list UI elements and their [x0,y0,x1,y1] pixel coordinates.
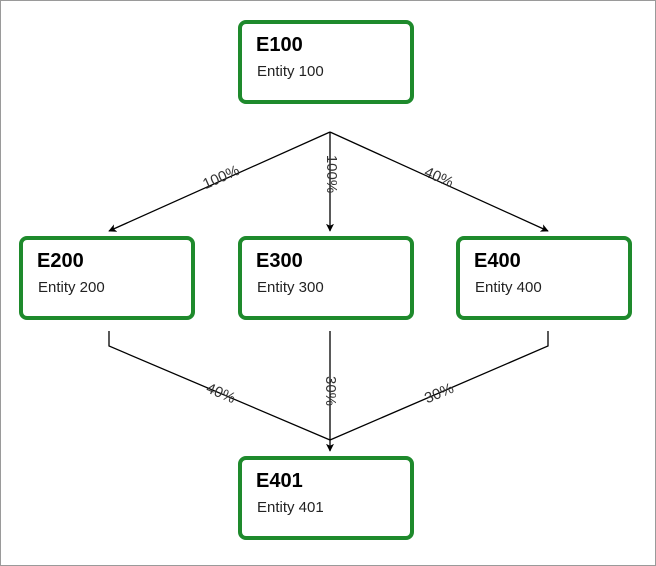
edge-e200-e401[interactable] [108,331,331,441]
edge-e100-e400[interactable] [329,131,549,232]
edge-label-e100-e400: 40% [422,164,456,192]
node-id: E200 [37,250,84,272]
edge-label-e300-e401: 30% [322,376,339,406]
edge-label-e200-e401: 40% [204,380,238,407]
node-e400[interactable]: E400 Entity 400 [456,236,632,320]
node-id: E300 [256,250,303,272]
node-e200[interactable]: E200 Entity 200 [19,236,195,320]
edge-e100-e200[interactable] [108,131,331,232]
node-id: E401 [256,470,303,492]
node-e100[interactable]: E100 Entity 100 [238,20,414,104]
node-id: E400 [474,250,521,272]
node-label: Entity 100 [257,63,324,80]
edge-label-e400-e401: 30% [422,380,456,407]
node-e300[interactable]: E300 Entity 300 [238,236,414,320]
edge-label-e100-e300: 100% [323,155,340,193]
node-label: Entity 400 [475,279,542,296]
node-id: E100 [256,34,303,56]
node-e401[interactable]: E401 Entity 401 [238,456,414,540]
node-label: Entity 401 [257,499,324,516]
node-label: Entity 200 [38,279,105,296]
edge-e400-e401[interactable] [329,331,549,441]
edge-label-e100-e200: 100% [200,162,242,193]
node-label: Entity 300 [257,279,324,296]
